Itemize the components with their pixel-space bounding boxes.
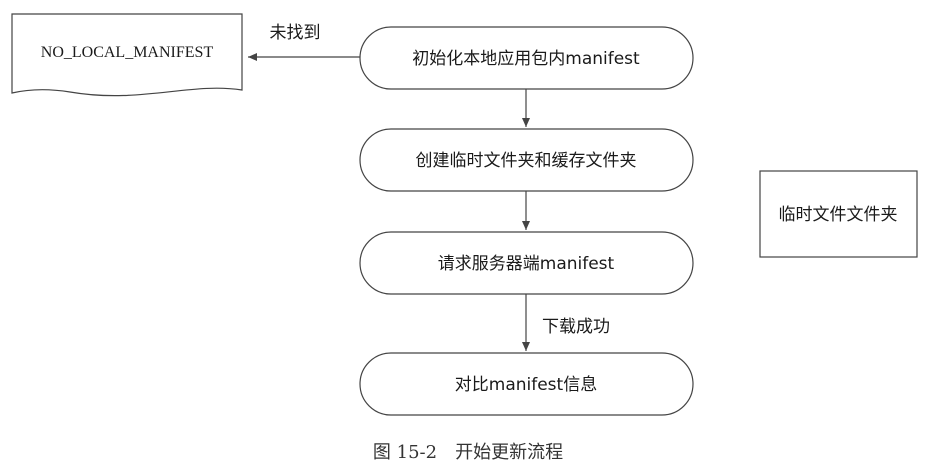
node-compare-label: 对比manifest信息 [455, 375, 597, 395]
node-create-folders: 创建临时文件夹和缓存文件夹 [359, 128, 694, 192]
node-temp-folder-label: 临时文件文件夹 [779, 205, 898, 225]
node-no-local-manifest: NO_LOCAL_MANIFEST [11, 13, 243, 97]
node-create-folders-label: 创建临时文件夹和缓存文件夹 [416, 151, 637, 171]
node-temp-folder: 临时文件文件夹 [759, 170, 918, 258]
node-compare: 对比manifest信息 [359, 352, 694, 416]
node-no-local-manifest-label: NO_LOCAL_MANIFEST [41, 44, 214, 61]
node-request-label: 请求服务器端manifest [438, 254, 615, 274]
edge-not-found: 未找到 [248, 23, 360, 61]
edge-download-ok-label: 下载成功 [542, 317, 610, 337]
node-init: 初始化本地应用包内manifest [359, 26, 694, 90]
edge-download-ok: 下载成功 [522, 294, 610, 351]
node-init-label: 初始化本地应用包内manifest [412, 49, 640, 69]
figure-caption: 图 15-2 开始更新流程 [373, 442, 563, 463]
node-request: 请求服务器端manifest [359, 231, 694, 295]
edge-not-found-label: 未找到 [270, 23, 321, 43]
